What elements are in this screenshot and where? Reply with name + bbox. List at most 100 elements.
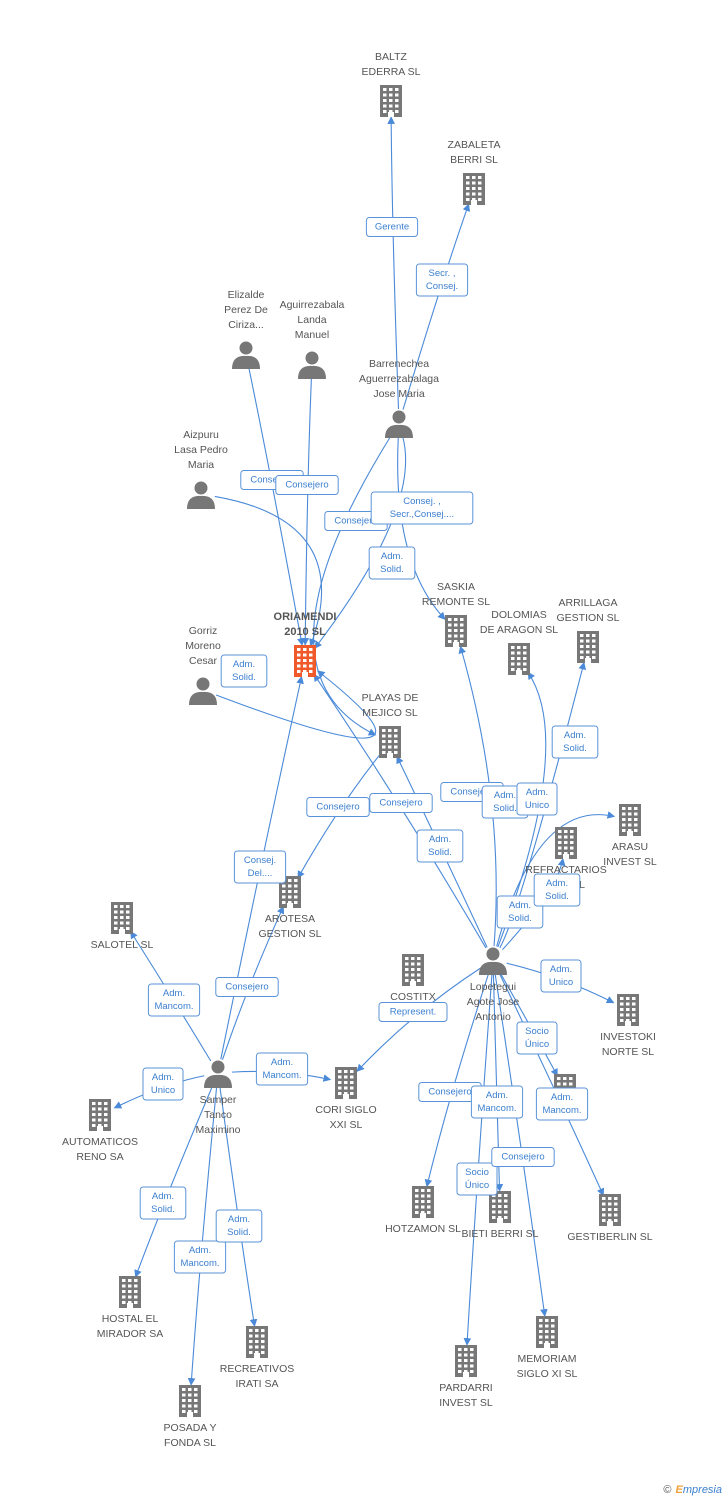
node-salotel[interactable]: SALOTEL SL [91, 902, 154, 951]
node-label: INVESTOKI [600, 1031, 656, 1043]
edge-label-text: Mancom. [477, 1103, 516, 1114]
edge-label[interactable]: Adm.Solid. [416, 829, 464, 863]
node-label: NORTE SL [602, 1046, 654, 1058]
footer-brand: ©Empresia [663, 1484, 722, 1496]
node-label: INVEST SL [603, 856, 657, 868]
edge-label-text: Gerente [375, 222, 409, 233]
edge-label[interactable]: Adm.Unico [516, 782, 558, 816]
edge-label-box [147, 983, 201, 1017]
edge-label[interactable]: Adm.Mancom. [535, 1087, 589, 1121]
edge-label-text: Adm. [550, 964, 572, 975]
edge-label-text: Unico [151, 1085, 175, 1096]
node-label: SIGLO XI SL [517, 1368, 578, 1380]
node-label: Gorriz [189, 625, 218, 637]
company-icon [536, 1316, 558, 1348]
edge-label-box [215, 1209, 263, 1243]
edge-label[interactable]: Adm.Mancom. [173, 1240, 227, 1274]
edge-label-box [306, 797, 370, 817]
node-label: FONDA SL [164, 1437, 216, 1449]
edge-elizalde-to-oriamendi [248, 367, 305, 647]
company-icon [246, 1326, 268, 1358]
edge-label[interactable]: Consejero [369, 793, 433, 813]
edge-label[interactable]: Adm.Mancom. [255, 1052, 309, 1086]
node-hotzamon[interactable]: HOTZAMON SL [385, 1186, 461, 1235]
edge-label-box [142, 1067, 184, 1101]
edges-layer [113, 116, 616, 1386]
node-label: AUTOMATICOS [62, 1136, 138, 1148]
node-costitx[interactable]: COSTITX [390, 954, 436, 1003]
edge-label[interactable]: Adm.Solid. [215, 1209, 263, 1243]
edge-label[interactable]: Consejero [306, 797, 370, 817]
node-label: ZABALETA [448, 139, 501, 151]
person-icon [187, 481, 215, 509]
edge-label[interactable]: Gerente [365, 217, 419, 237]
edge-barrenechea-to-oriamendi [314, 436, 407, 649]
edge-label[interactable]: Consejero [491, 1147, 555, 1167]
edge-label[interactable]: Consejero [215, 977, 279, 997]
edge-label-text: Consejero [379, 798, 422, 809]
edge-label[interactable]: Secr. ,Consej. [415, 263, 469, 297]
edge-label[interactable]: Adm.Solid. [496, 895, 544, 929]
edge-label[interactable]: Adm.Solid. [551, 725, 599, 759]
company-icon [577, 631, 599, 663]
edge-label[interactable]: Adm.Solid. [368, 546, 416, 580]
edge-label[interactable]: Adm.Unico [142, 1067, 184, 1101]
edge-label-text: Único [525, 1039, 549, 1050]
edge-label[interactable]: Consej. ,Secr.,Consej.... [370, 491, 474, 525]
edge-label-text: Consejero [225, 982, 268, 993]
edge-label-text: Adm. [233, 659, 255, 670]
edge-label[interactable]: Adm.Solid. [533, 873, 581, 907]
edge-label[interactable]: Adm.Solid. [139, 1186, 187, 1220]
edge-label[interactable]: Adm.Unico [540, 959, 582, 993]
edge-label[interactable]: Consejero [275, 475, 339, 495]
edge-label[interactable]: Consej.Del.... [233, 850, 287, 884]
edge-label[interactable]: Adm.Mancom. [470, 1085, 524, 1119]
edge-label-text: Consejero [334, 516, 377, 527]
node-investoki[interactable]: INVESTOKI NORTE SL [600, 994, 656, 1058]
edge-label[interactable]: Represent. [378, 1002, 448, 1022]
edge-label-box [416, 829, 464, 863]
edge-label[interactable]: Consejero [418, 1082, 482, 1102]
node-bieti[interactable]: BIETI BERRI SL [461, 1191, 539, 1240]
edge-aguirrezabala-to-oriamendi [301, 377, 312, 646]
node-label: HOSTAL EL [102, 1313, 159, 1325]
node-label: GESTIBERLIN SL [567, 1231, 652, 1243]
edge-label-text: Adm. [494, 790, 516, 801]
edge-label-text: Adm. [526, 787, 548, 798]
edge-label-box [275, 475, 339, 495]
company-icon [445, 615, 467, 647]
node-gestiberlin[interactable]: GESTIBERLIN SL [567, 1194, 653, 1243]
edge-label[interactable]: Adm.Solid. [220, 654, 268, 688]
node-label: Tanco [204, 1109, 232, 1121]
edge-label-text: Consejero [285, 480, 328, 491]
node-label: RECREATIVOS [220, 1363, 294, 1375]
node-label: Antonio [475, 1011, 511, 1023]
edge-label[interactable]: Adm.Mancom. [147, 983, 201, 1017]
company-icon [617, 994, 639, 1026]
